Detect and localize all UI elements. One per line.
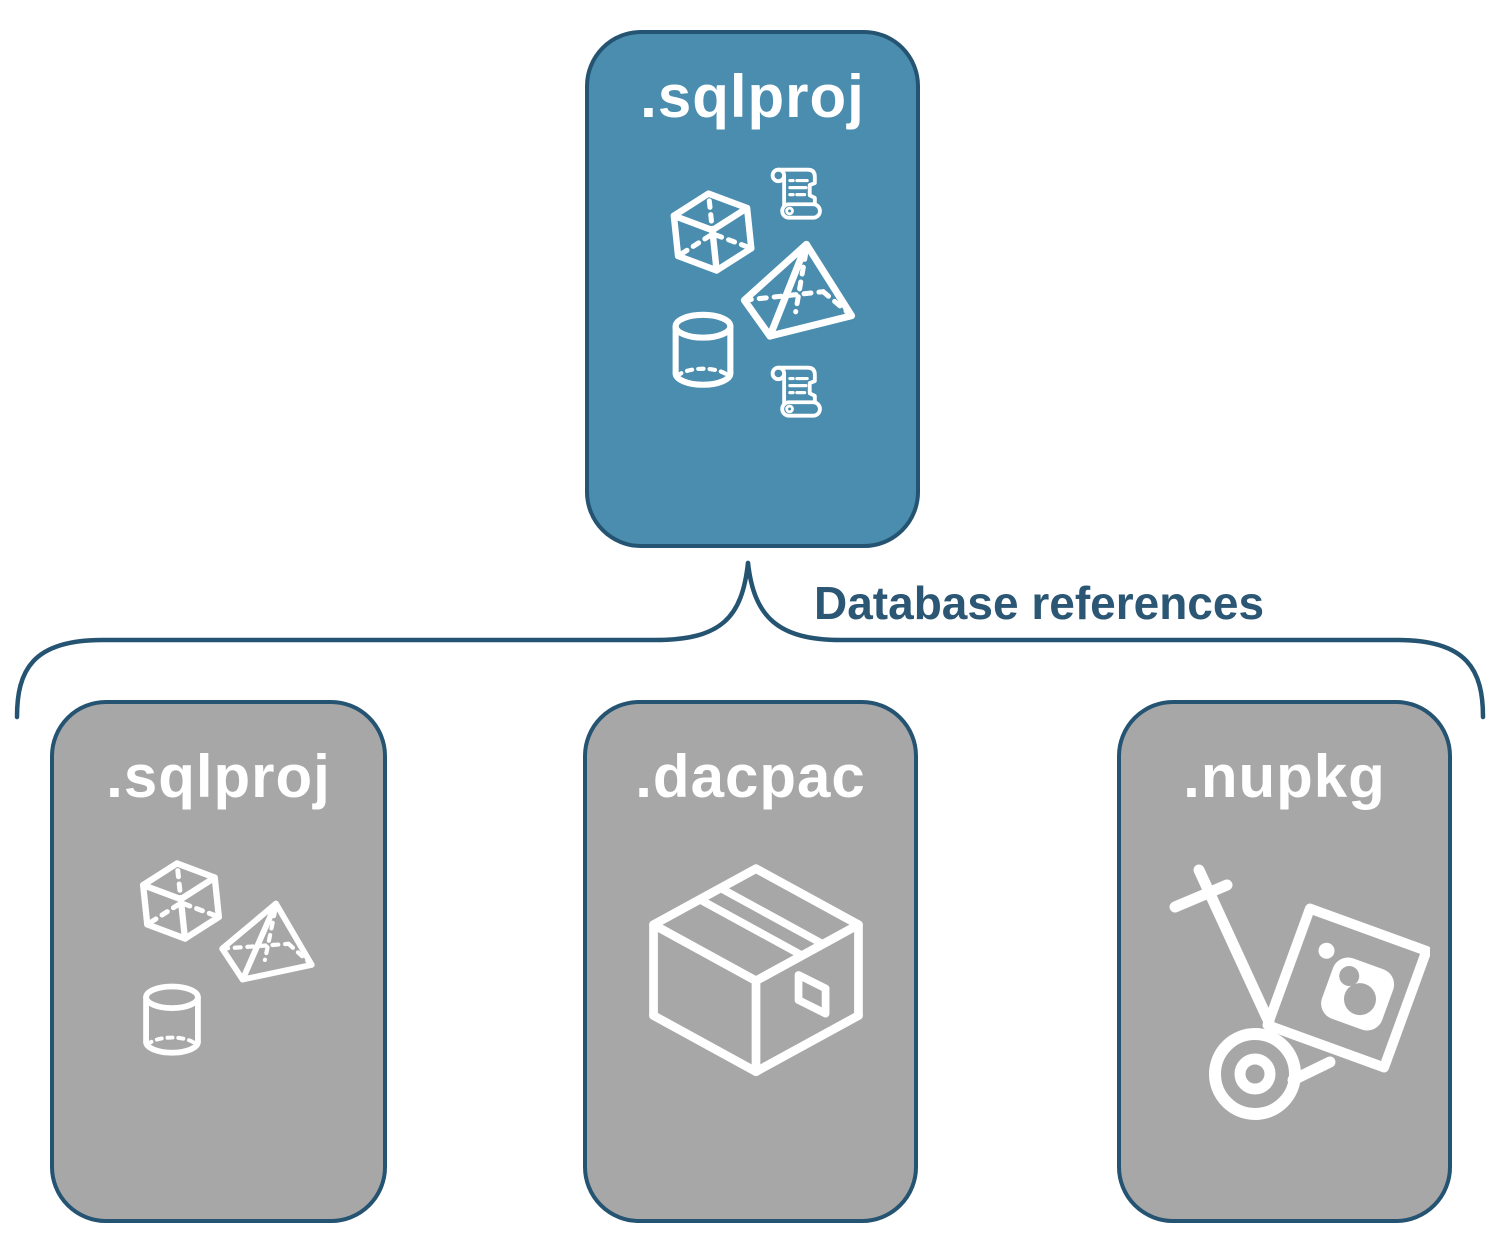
cylinder-icon (676, 315, 731, 385)
database-references-label: Database references (814, 577, 1265, 629)
pyramid-icon (742, 240, 856, 341)
brace-connector (14, 560, 1486, 720)
node-title: .sqlproj (640, 63, 865, 130)
cube-icon (672, 190, 753, 275)
cylinder-icon (146, 986, 198, 1052)
hand-truck-package-icon (1165, 862, 1430, 1147)
scroll-icon (770, 365, 822, 418)
sql-project-artifacts-icons (659, 167, 859, 418)
scroll-icon (770, 167, 822, 220)
package-box-icon (640, 840, 872, 1108)
pyramid-icon (219, 899, 317, 987)
node-sqlproj-root: .sqlproj (585, 30, 920, 548)
cube-icon (141, 860, 221, 943)
node-dacpac: .dacpac (583, 700, 918, 1223)
node-sqlproj-child: .sqlproj (50, 700, 387, 1223)
node-title: .dacpac (635, 743, 866, 810)
node-title: .nupkg (1183, 743, 1386, 810)
node-nupkg: .nupkg (1117, 700, 1452, 1223)
sql-project-artifacts-icons (134, 854, 320, 1074)
node-title: .sqlproj (106, 743, 331, 810)
